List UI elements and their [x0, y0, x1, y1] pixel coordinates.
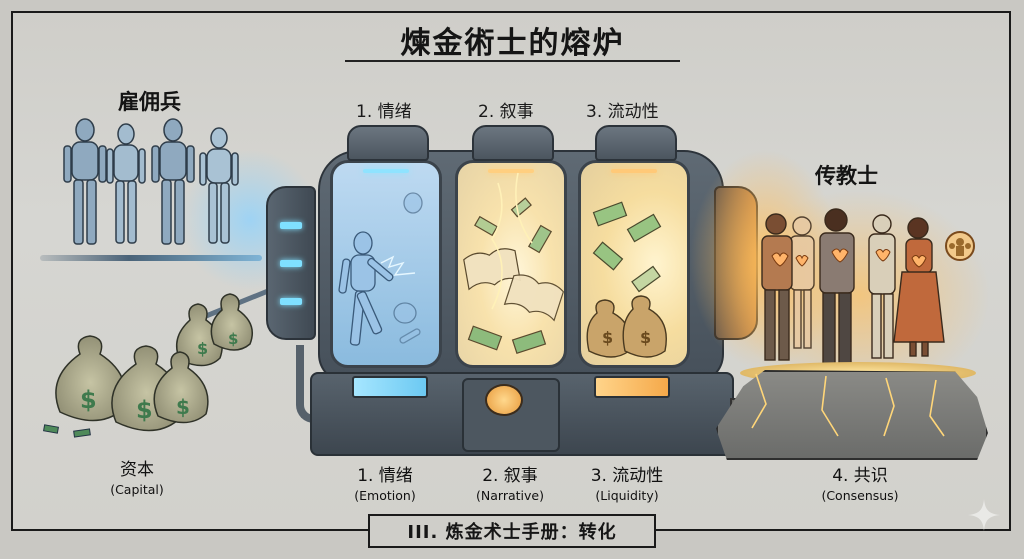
chamber-emotion — [330, 125, 442, 368]
chamber-3-sub-label: (Liquidity) — [595, 488, 659, 503]
chamber-1-caption: 1. 情绪 (Emotion) — [340, 461, 430, 503]
svg-text:$: $ — [602, 328, 613, 347]
gauge-dial-icon — [485, 384, 523, 416]
footer-caption: III. 炼金术士手册：转化 — [407, 522, 617, 543]
chamber-1-top-label: 1. 情绪 — [356, 102, 412, 122]
chamber-1-display-panel — [352, 376, 428, 398]
missionaries-group-icon — [761, 208, 975, 366]
books-and-banknotes-icon — [463, 172, 564, 355]
footer-caption-box: III. 炼金术士手册：转化 — [368, 514, 656, 548]
money-bags-icon: $ $ $ $ $ — [43, 293, 253, 438]
dissolving-robot-icon — [338, 192, 423, 346]
robot-shelf — [40, 255, 262, 261]
chamber-3-caption: 3. 流动性 (Liquidity) — [572, 461, 682, 503]
chamber-2-top-label: 2. 叙事 — [478, 102, 534, 122]
mercenaries-label: 雇佣兵 — [118, 90, 181, 114]
chamber-liquidity: $$ — [578, 125, 690, 368]
banknotes-and-money-bags-icon: $$ — [586, 201, 667, 358]
svg-text:$: $ — [80, 386, 97, 414]
consensus-sub-label: (Consensus) — [821, 488, 899, 503]
chamber-3-top-label: 3. 流动性 — [586, 102, 659, 122]
consensus-caption: 4. 共识 (Consensus) — [805, 461, 915, 503]
page-title: 煉金術士的熔炉 — [400, 26, 625, 61]
chamber-2-lamp — [488, 169, 534, 173]
furnace-left-endcap — [266, 186, 316, 340]
svg-text:$: $ — [136, 396, 153, 424]
rock-cracks — [751, 373, 945, 437]
chamber-3-bottom-label: 3. 流动性 — [590, 466, 664, 486]
chamber-3-lamp — [611, 169, 657, 173]
chamber-1-lamp — [363, 169, 409, 173]
chamber-1-cap — [347, 125, 429, 161]
chamber-1-bottom-label: 1. 情绪 — [357, 466, 413, 486]
capital-label: 资本 — [120, 460, 154, 480]
chamber-narrative — [455, 125, 567, 368]
capital-caption: 资本 (Capital) — [92, 455, 182, 497]
community-icon — [945, 231, 975, 261]
chamber-1-sub-label: (Emotion) — [354, 488, 416, 503]
missionaries-label: 传教士 — [815, 164, 878, 188]
chamber-2-caption: 2. 叙事 (Narrative) — [460, 461, 560, 503]
sparkle-icon — [968, 499, 1000, 531]
robot-group-icon — [63, 118, 239, 245]
svg-text:$: $ — [176, 395, 190, 419]
svg-text:$: $ — [228, 330, 238, 348]
title-underline — [345, 60, 680, 62]
chamber-2-sub-label: (Narrative) — [476, 488, 544, 503]
chamber-2-bottom-label: 2. 叙事 — [482, 466, 538, 486]
chamber-2-cap — [472, 125, 554, 161]
svg-text:$: $ — [640, 328, 651, 347]
chamber-3-cap — [595, 125, 677, 161]
capital-sub-label: (Capital) — [110, 482, 164, 497]
chamber-3-display-panel — [594, 376, 670, 398]
svg-text:$: $ — [197, 339, 208, 358]
consensus-label: 4. 共识 — [832, 466, 888, 486]
